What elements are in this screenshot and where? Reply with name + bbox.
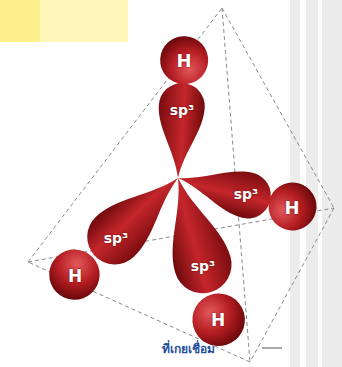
orbital-label: sp³	[191, 258, 216, 274]
sp3-lobes	[37, 35, 321, 353]
orbital-label: sp³	[234, 186, 259, 202]
atom-label: H	[211, 310, 225, 330]
orbital-label: sp³	[170, 102, 195, 118]
atom-label: H	[176, 50, 191, 71]
atom-label: H	[68, 266, 82, 286]
leader-line	[262, 348, 282, 349]
sp3-lobe	[154, 35, 209, 179]
orbital-label: sp³	[104, 230, 129, 246]
tetrahedron-outline	[28, 8, 334, 362]
sp3-lobe	[37, 158, 197, 312]
atom-label: H	[284, 197, 299, 218]
caption-fragment: ที่เกยเชื่อม	[162, 339, 215, 358]
